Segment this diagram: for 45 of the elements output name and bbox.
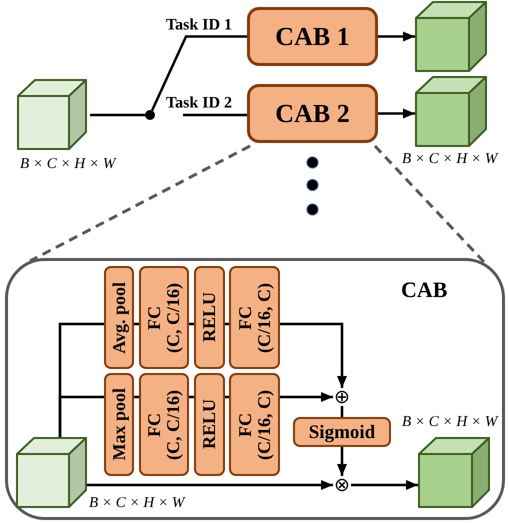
- tensor-cube: [415, 1, 487, 72]
- layer-box: FC (C, C/16): [139, 373, 189, 476]
- connector-line: [90, 114, 145, 116]
- arrow: [378, 32, 415, 42]
- layer-box: Sigmoid: [293, 417, 391, 447]
- connector-line: [58, 396, 104, 437]
- connector-line: [340, 406, 344, 417]
- tensor-shape-label: B × C × H × W: [89, 495, 184, 512]
- sum-operator: ⊕: [333, 388, 351, 406]
- layer-box: FC (C/16, C): [229, 373, 280, 476]
- tensor-shape-label: B × C × H × W: [20, 156, 116, 173]
- connector-line: [134, 396, 139, 398]
- layer-box: RELU: [194, 266, 225, 369]
- layer-box: Max pool: [104, 373, 134, 476]
- tensor-cube: [418, 437, 490, 508]
- arrow: [87, 480, 333, 490]
- panel-title: CAB: [401, 278, 448, 302]
- layer-box: FC (C, C/16): [139, 266, 189, 369]
- connector-line: [225, 322, 229, 326]
- product-operator: ⊗: [333, 476, 351, 494]
- layer-box: FC (C/16, C): [229, 266, 280, 369]
- connector-line: [189, 396, 194, 398]
- layer-box: Avg. pool: [104, 266, 134, 369]
- arrow: [337, 447, 347, 476]
- connector-line: [150, 35, 247, 111]
- connector-line: [189, 322, 194, 326]
- layer-box: RELU: [194, 373, 225, 476]
- dashed-line: [29, 144, 251, 262]
- module-box: CAB 2: [247, 84, 378, 143]
- module-panel: [5, 258, 505, 520]
- connector-line: [183, 114, 247, 116]
- connector-line: [225, 396, 229, 398]
- module-box: CAB 1: [247, 7, 378, 66]
- arrow: [280, 392, 333, 402]
- arrow: [280, 322, 347, 388]
- arrow: [351, 480, 418, 490]
- tensor-shape-label: B × C × H × W: [402, 414, 498, 431]
- arrow: [378, 108, 415, 118]
- junction-dot: [145, 110, 155, 120]
- tensor-shape-label: B × C × H × W: [402, 151, 498, 168]
- tensor-cube: [17, 79, 87, 150]
- dashed-line: [374, 144, 486, 264]
- tensor-cube: [16, 437, 87, 508]
- tensor-cube: [415, 76, 487, 147]
- connector-line: [134, 322, 139, 326]
